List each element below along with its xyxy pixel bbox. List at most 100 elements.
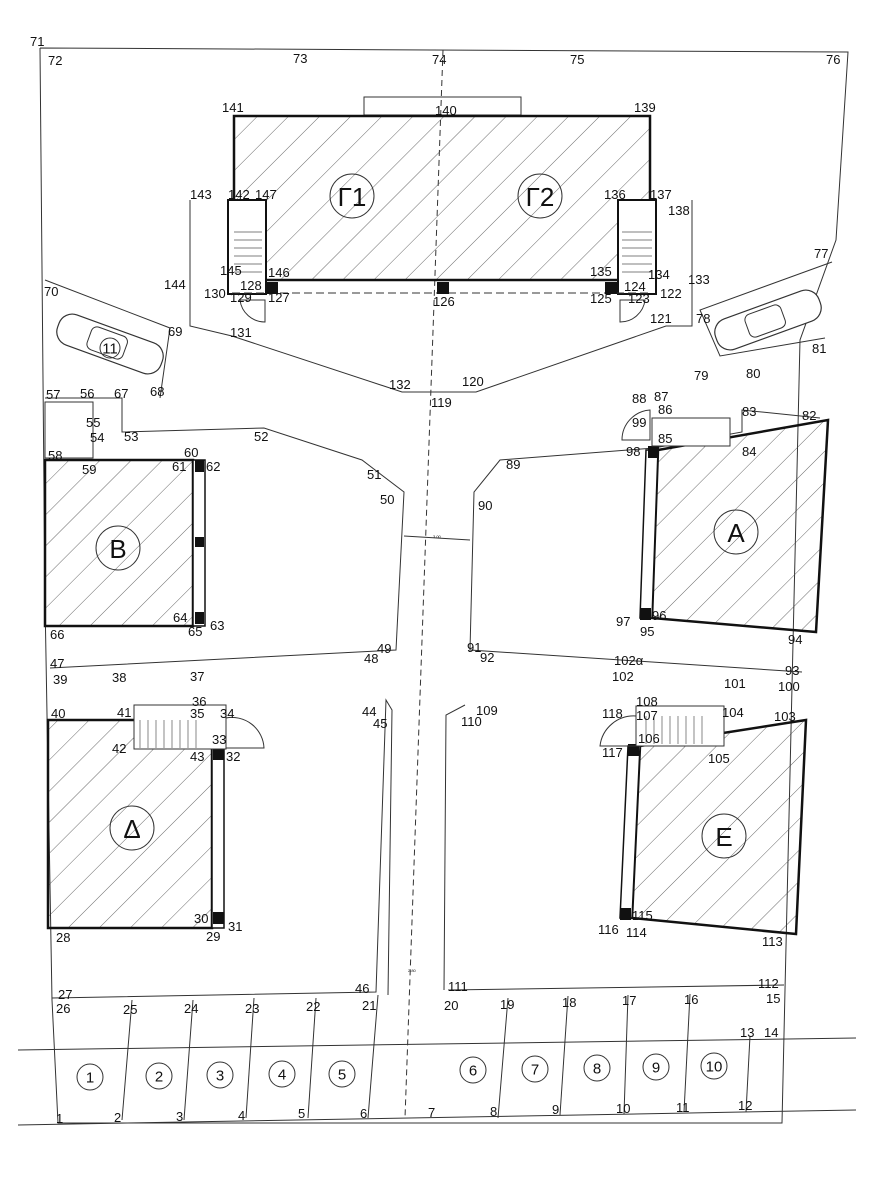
courtyard-outline — [44, 200, 833, 999]
point-label: 62 — [206, 459, 220, 474]
point-label: 36 — [192, 694, 206, 709]
parking-space-3: 3 — [216, 1068, 224, 1085]
point-label: 20 — [444, 998, 458, 1013]
point-label: 10 — [616, 1101, 630, 1116]
point-label: 99 — [632, 415, 646, 430]
building-a — [46, 704, 265, 930]
building-b — [43, 401, 206, 628]
point-label: 55 — [86, 415, 100, 430]
point-label: 96 — [652, 608, 666, 623]
point-label: 108 — [636, 694, 658, 709]
point-label: 88 — [632, 391, 646, 406]
point-label: 74 — [432, 52, 446, 67]
parking-space-8: 8 — [593, 1061, 601, 1078]
point-label: 127 — [268, 290, 290, 305]
point-label: 126 — [433, 294, 455, 309]
point-label: 147 — [255, 187, 277, 202]
point-label: 113 — [762, 934, 783, 949]
point-label: 101 — [724, 676, 746, 691]
point-label: 8 — [490, 1104, 497, 1119]
point-label: 46 — [355, 981, 369, 996]
point-label: 71 — [30, 34, 44, 49]
point-label: 87 — [654, 389, 668, 404]
point-label: 16 — [684, 992, 698, 1007]
point-label: 130 — [204, 286, 226, 301]
point-label: 145 — [220, 263, 242, 278]
building-label-e: Ε — [715, 822, 732, 852]
point-label: 22 — [306, 999, 320, 1014]
point-label: 25 — [123, 1002, 137, 1017]
point-label: 1 — [56, 1111, 63, 1126]
point-label: 24 — [184, 1001, 198, 1016]
point-label: 61 — [172, 459, 186, 474]
dimension-bottom: 2.80 — [408, 968, 417, 973]
point-label: 65 — [188, 624, 202, 639]
point-label: 144 — [164, 277, 186, 292]
point-label: 116 — [598, 922, 619, 937]
point-label: 23 — [245, 1001, 259, 1016]
point-label: 6 — [360, 1106, 367, 1121]
point-label: 39 — [53, 672, 67, 687]
point-label: 42 — [112, 741, 126, 756]
point-label: 104 — [722, 705, 744, 720]
point-label: 11 — [676, 1100, 690, 1115]
point-label: 136 — [604, 187, 626, 202]
car-space-label: 11 — [102, 341, 118, 358]
point-label: 56 — [80, 386, 94, 401]
point-label: 32 — [226, 749, 240, 764]
point-label: 68 — [150, 384, 164, 399]
point-label: 112 — [758, 976, 779, 991]
point-label: 12 — [738, 1098, 752, 1113]
point-label: 35 — [190, 706, 204, 721]
building-labels — [95, 173, 759, 859]
point-label: 47 — [50, 656, 64, 671]
point-label: 97 — [616, 614, 630, 629]
point-label: 28 — [56, 930, 70, 945]
point-label: 120 — [462, 374, 484, 389]
point-label: 5 — [298, 1106, 305, 1121]
dimension-top: 3.00 — [433, 534, 442, 539]
point-label: 63 — [210, 618, 224, 633]
point-label: 143 — [190, 187, 212, 202]
point-label: 64 — [173, 610, 187, 625]
point-label: 33 — [212, 732, 226, 747]
point-label: 111 — [448, 979, 468, 994]
building-e — [599, 705, 808, 936]
point-label: 17 — [622, 993, 636, 1008]
point-label: 80 — [746, 366, 760, 381]
point-label: 49 — [377, 641, 391, 656]
point-label: 115 — [632, 908, 653, 923]
building-label-g2: Γ2 — [526, 182, 555, 212]
point-label: 75 — [570, 52, 584, 67]
point-label: 139 — [634, 100, 656, 115]
parking-space-4: 4 — [278, 1067, 286, 1084]
point-label: 114 — [626, 925, 647, 940]
road-strip — [17, 1037, 857, 1126]
point-label: 30 — [194, 911, 208, 926]
point-label: 107 — [636, 708, 658, 723]
building-label-g1: Γ1 — [338, 182, 367, 212]
point-label: 102 — [612, 669, 634, 684]
point-label: 57 — [46, 387, 60, 402]
point-label: 19 — [500, 997, 514, 1012]
point-label: 117 — [602, 745, 623, 760]
point-label: 38 — [112, 670, 126, 685]
car-right — [714, 289, 822, 351]
point-label: 40 — [51, 706, 65, 721]
point-label: 73 — [293, 51, 307, 66]
parking-space-1: 1 — [86, 1070, 94, 1087]
point-label: 95 — [640, 624, 654, 639]
point-label: 125 — [590, 291, 612, 306]
point-label: 110 — [461, 714, 482, 729]
point-label: 50 — [380, 492, 394, 507]
point-label: 93 — [785, 663, 799, 678]
point-label: 138 — [668, 203, 690, 218]
point-label: 123 — [628, 291, 650, 306]
point-label: 122 — [660, 286, 682, 301]
point-label: 52 — [254, 429, 268, 444]
point-label: 131 — [230, 325, 252, 340]
point-label: 45 — [373, 716, 387, 731]
point-label: 9 — [552, 1102, 559, 1117]
point-label: 7 — [428, 1105, 435, 1120]
